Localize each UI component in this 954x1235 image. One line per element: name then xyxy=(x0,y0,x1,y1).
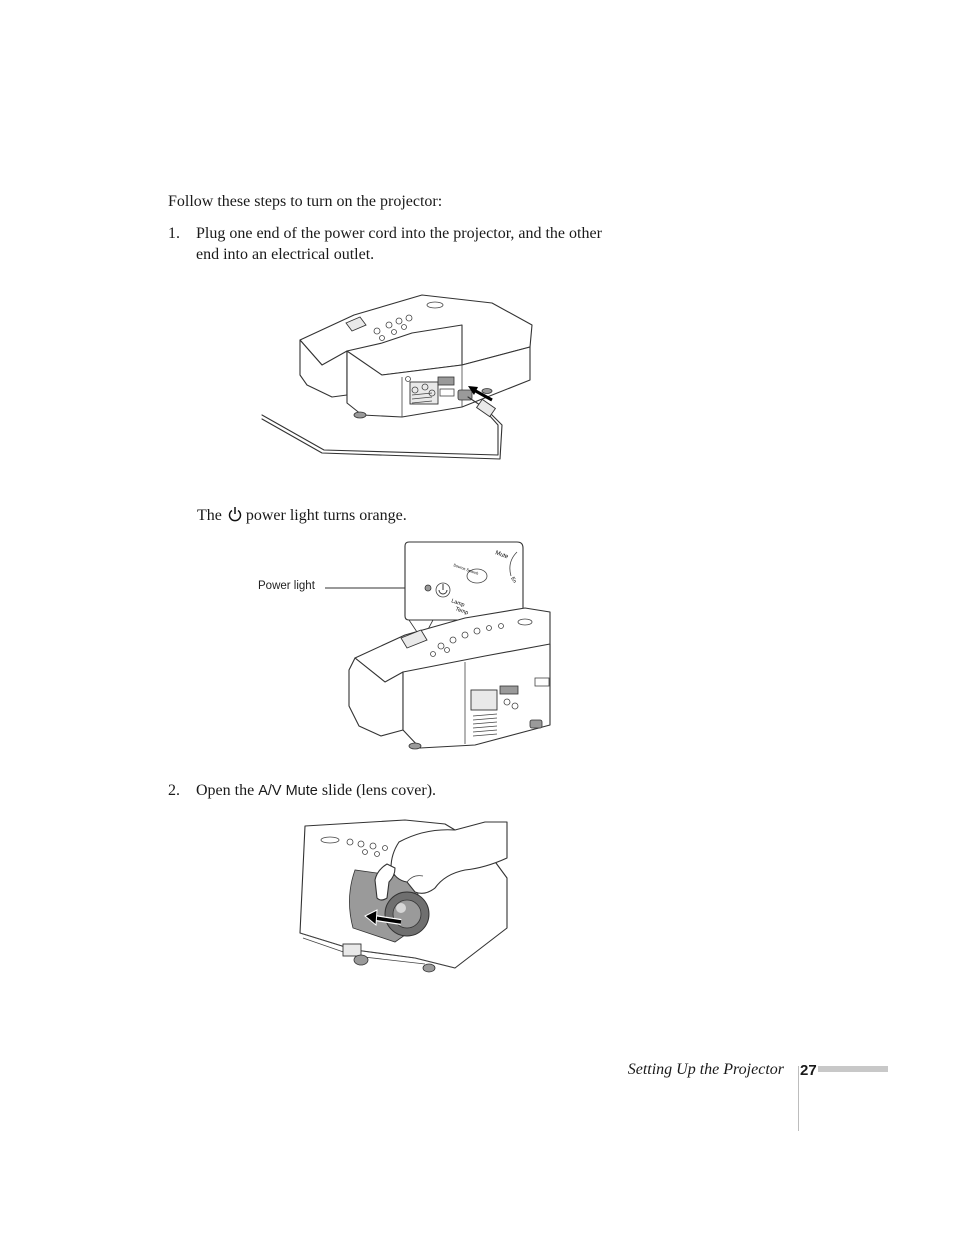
power-icon xyxy=(228,507,242,522)
power-note: The power light turns orange. xyxy=(197,504,407,528)
power-light-callout-label: Power light xyxy=(258,580,315,592)
power-light-illustration: Mute Lamp Temp Source Search En xyxy=(325,541,551,750)
step-2-number: 2. xyxy=(168,782,180,799)
step-2-after: slide (lens cover). xyxy=(321,782,437,799)
power-note-before: The xyxy=(197,507,222,524)
power-note-after: power light turns orange. xyxy=(245,507,407,524)
footer-section-title: Setting Up the Projector xyxy=(627,1061,784,1078)
temp-label: Temp xyxy=(454,606,469,616)
mute-label: Mute xyxy=(494,550,509,560)
step-2-text: Open the A/V Mute slide (lens cover). xyxy=(196,779,436,803)
step-1-number: 1. xyxy=(168,225,180,242)
av-mute-term: A/V Mute xyxy=(258,783,318,799)
step-1-line-2: end into an electrical outlet. xyxy=(196,246,375,263)
av-mute-slide-illustration xyxy=(299,819,508,973)
intro-text: Follow these steps to turn on the projec… xyxy=(168,193,443,210)
footer-bar xyxy=(818,1066,888,1072)
enter-label: En xyxy=(509,576,517,584)
lamp-label: Lamp xyxy=(450,598,465,608)
step-2-before: Open the xyxy=(196,782,255,799)
footer-rule xyxy=(798,1066,799,1131)
step-1-line-1: Plug one end of the power cord into the … xyxy=(196,225,602,242)
projector-power-cord-illustration xyxy=(261,294,533,460)
page-number: 27 xyxy=(800,1062,817,1079)
